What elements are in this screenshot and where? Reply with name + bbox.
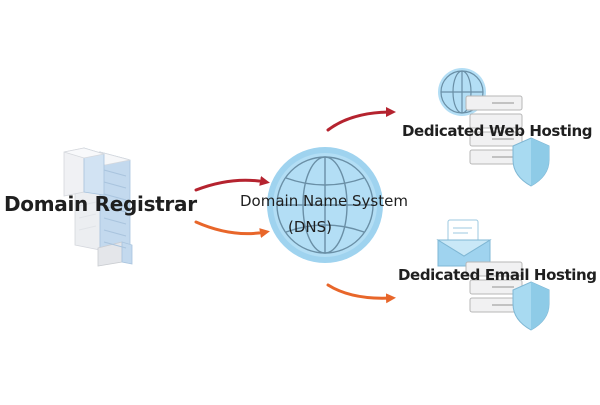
email-shield-icon <box>512 281 550 331</box>
dns-label-line-2: (DNS) <box>288 218 332 236</box>
registrar-label: Domain Registrar <box>4 192 197 216</box>
email-hosting-label: Dedicated Email Hosting <box>398 266 597 284</box>
dns-label-line-1: Domain Name System <box>240 192 408 210</box>
email-envelope-icon <box>436 219 492 267</box>
web-shield-icon <box>512 137 550 187</box>
arrow-registrar-to-dns-orange <box>194 220 270 238</box>
web-hosting-label: Dedicated Web Hosting <box>402 122 593 140</box>
web-server-icon <box>465 95 523 165</box>
building-icon <box>63 147 133 267</box>
arrow-registrar-to-dns-red <box>194 176 270 192</box>
arrow-dns-to-email-orange <box>326 283 396 304</box>
dns-globe-icon <box>267 147 383 263</box>
arrow-dns-to-web-red <box>326 107 396 132</box>
